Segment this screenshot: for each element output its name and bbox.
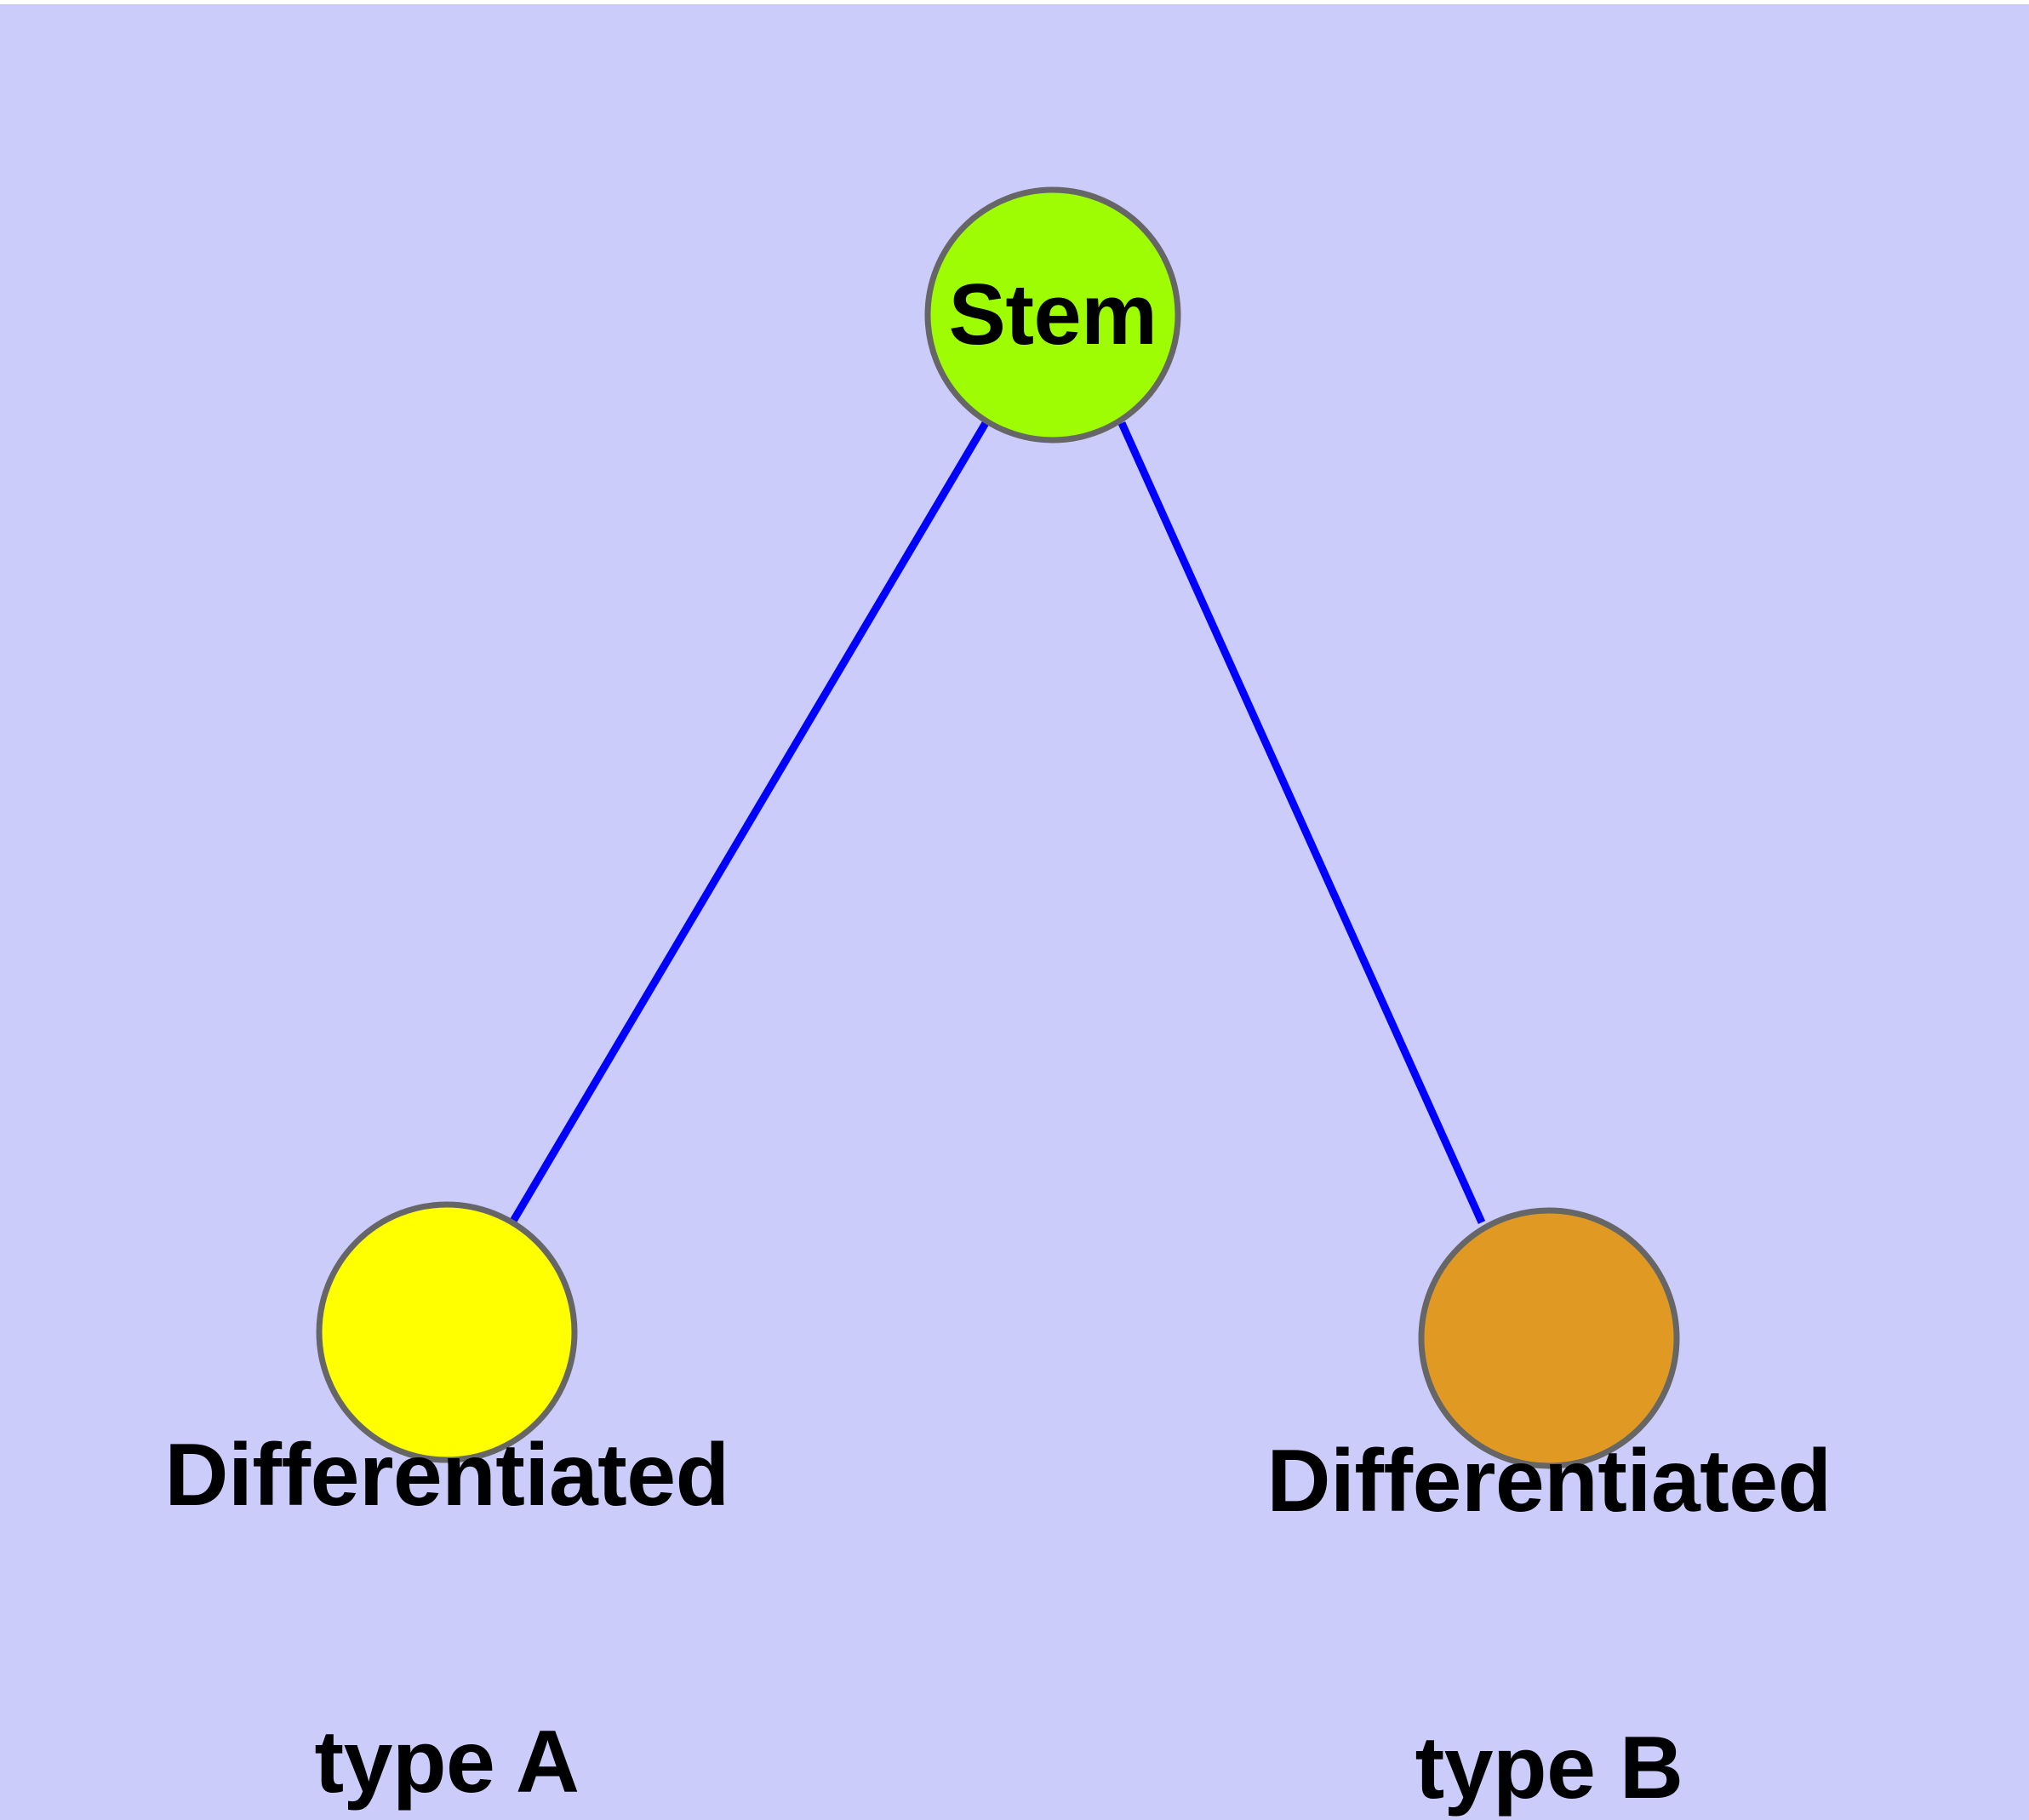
node-circle-stem[interactable] [924, 186, 1181, 444]
edges-group [509, 421, 1486, 1225]
node-circle-differentiated-type-b[interactable] [1418, 1207, 1680, 1469]
edge-stem-to-differentiated-type-a [509, 421, 989, 1225]
node-circle-differentiated-type-a[interactable] [316, 1201, 578, 1463]
nodes-group [316, 186, 1680, 1469]
edge-stem-to-differentiated-type-b [1117, 421, 1486, 1224]
